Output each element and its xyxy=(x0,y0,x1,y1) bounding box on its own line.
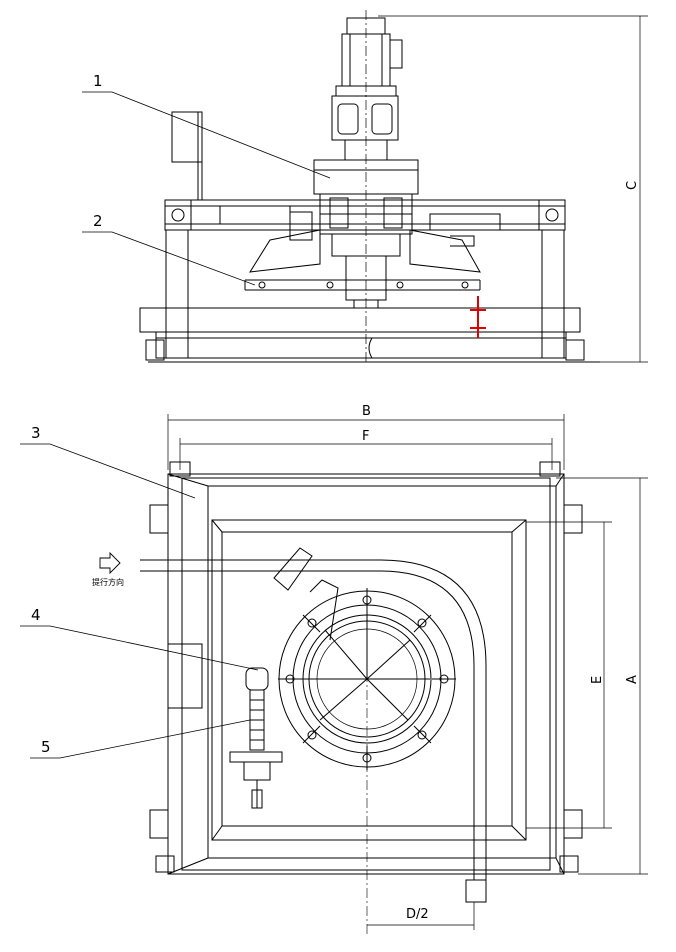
plan-dimensions xyxy=(167,414,648,930)
callout-1: 1 xyxy=(93,72,103,90)
callout-3: 3 xyxy=(31,424,41,442)
dimension-label-d-half: D/2 xyxy=(406,907,429,922)
spring-assembly xyxy=(229,667,283,809)
callout-5: 5 xyxy=(41,738,51,756)
left-post xyxy=(165,229,189,359)
callout-4: 4 xyxy=(31,606,41,624)
dimension-label-f: F xyxy=(362,429,369,444)
callout-leaders xyxy=(20,91,331,759)
plan-view xyxy=(99,414,648,935)
rotating-arm xyxy=(244,229,481,309)
dimension-label-e: E xyxy=(590,676,605,684)
dimension-label-c: C xyxy=(625,181,640,190)
drive-motor xyxy=(335,10,403,365)
plan-outer-frame xyxy=(149,461,583,875)
right-post xyxy=(541,229,565,359)
dimension-label-b: B xyxy=(362,404,371,419)
dimension-label-a: A xyxy=(625,675,640,684)
dimension-c xyxy=(378,15,648,363)
elevation-view xyxy=(139,10,648,365)
callout-2: 2 xyxy=(93,212,103,230)
top-frame xyxy=(164,111,566,247)
travel-pipe xyxy=(99,551,487,903)
base-frame xyxy=(139,296,600,363)
travel-direction-note: 提行方向 xyxy=(92,577,124,587)
gear-reducer xyxy=(313,95,419,257)
slewing-ring xyxy=(273,547,456,935)
